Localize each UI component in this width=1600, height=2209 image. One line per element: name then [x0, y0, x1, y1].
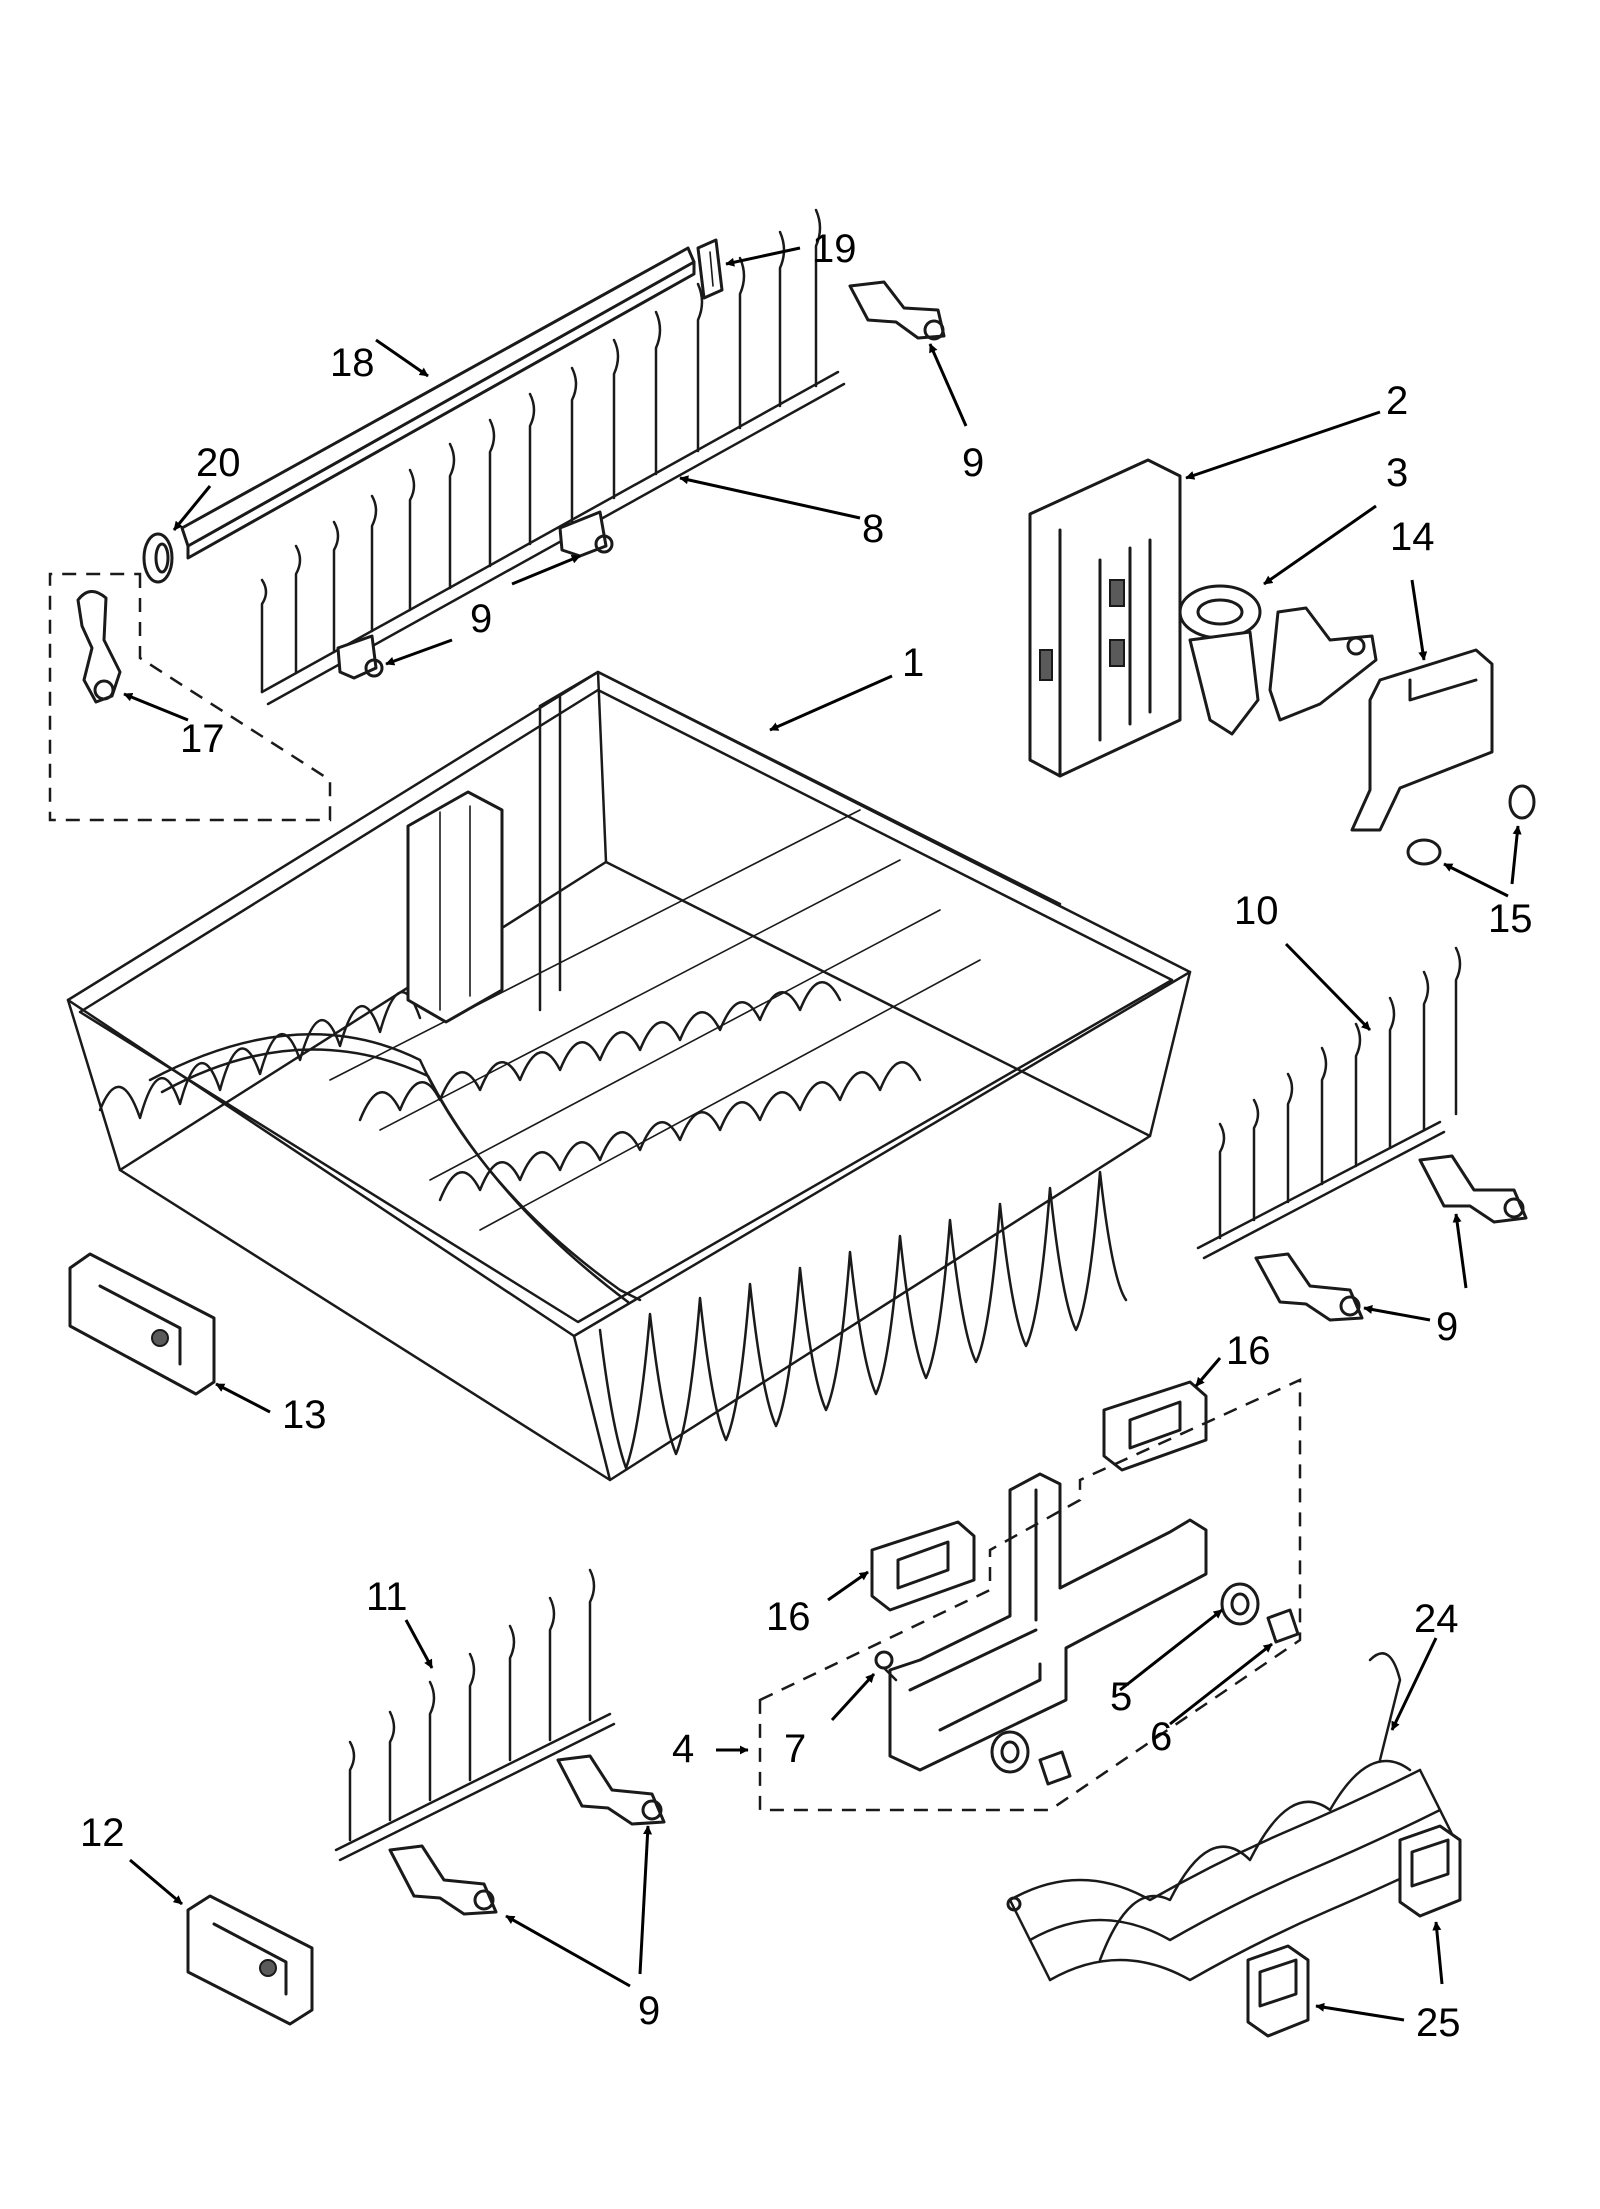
part-pin-lower [1038, 1750, 1072, 1786]
callout-25: 25 [1416, 2001, 1461, 2045]
callout-9-top: 9 [962, 441, 984, 485]
callout-9-mid: 9 [470, 597, 492, 641]
leader-7 [830, 1672, 876, 1722]
part-round-cap [142, 532, 174, 584]
part-clip-g [388, 1844, 498, 1916]
part-clip-d [1418, 1154, 1528, 1224]
part-tine-row-right [1196, 946, 1462, 1260]
leader-9-mid-b [385, 638, 453, 666]
leaders [123, 246, 1522, 2022]
leader-25-b [1315, 2002, 1405, 2022]
part-clip-a [336, 634, 384, 680]
leader-24 [1390, 1637, 1438, 1731]
part-clip-c [848, 280, 946, 341]
leader-9-right-b [1363, 1305, 1431, 1322]
callout-6: 6 [1150, 1715, 1172, 1759]
callout-24: 24 [1414, 1597, 1459, 1641]
part-shelf-clip-25b [1246, 1944, 1310, 2038]
leader-19 [725, 246, 801, 267]
callout-14: 14 [1390, 515, 1435, 559]
leader-9-right-a [1452, 1213, 1468, 1289]
dashed-box-17 [48, 572, 332, 822]
callout-9-right: 9 [1436, 1305, 1458, 1349]
callout-11: 11 [366, 1575, 408, 1619]
dashed-box-4 [758, 1378, 1302, 1812]
leader-9-top [928, 343, 968, 427]
part-grommet-upper [1220, 1582, 1260, 1626]
part-bracket [888, 1472, 1208, 1772]
leader-9-mid-a [511, 554, 581, 586]
leader-18 [375, 338, 429, 378]
callout-10: 10 [1234, 889, 1279, 933]
part-spray-cup [1178, 584, 1378, 736]
callout-13: 13 [282, 1393, 327, 1437]
leader-2 [1185, 410, 1381, 480]
leader-5 [1119, 1608, 1223, 1692]
leader-3 [1263, 504, 1377, 586]
part-shelf-clip-25a [1398, 1824, 1462, 1918]
leader-16-a [1194, 1357, 1222, 1387]
callout-2: 2 [1386, 379, 1408, 423]
part-guide-16a [1102, 1380, 1208, 1472]
leader-25-a [1432, 1921, 1444, 1985]
callout-16-b: 16 [766, 1595, 811, 1639]
part-tine-row-lower [334, 1568, 616, 1862]
part-latch-17 [76, 590, 122, 704]
part-rack-basket [66, 670, 1192, 1482]
callout-15: 15 [1488, 897, 1533, 941]
callout-12: 12 [80, 1811, 125, 1855]
leader-1 [769, 674, 893, 732]
leader-10 [1284, 942, 1372, 1032]
callout-5: 5 [1110, 1675, 1132, 1719]
callout-1: 1 [902, 641, 924, 685]
callout-4: 4 [672, 1727, 694, 1771]
part-screw-7 [874, 1650, 898, 1682]
callout-9-bottom: 9 [638, 1989, 660, 2033]
leader-13 [215, 1382, 271, 1414]
leader-17 [123, 692, 189, 722]
leader-6 [1169, 1642, 1273, 1726]
part-end-clip-top [696, 238, 724, 300]
callout-8: 8 [862, 507, 884, 551]
leader-8 [679, 475, 861, 520]
callout-17: 17 [180, 717, 225, 761]
leader-9-bottom-b [505, 1914, 631, 1988]
part-panel-14 [1350, 648, 1494, 832]
part-cap-15a [1508, 784, 1536, 820]
part-pin-upper [1266, 1608, 1300, 1644]
part-clip-e [1254, 1252, 1364, 1322]
callout-3: 3 [1386, 451, 1408, 495]
part-rail-bar [180, 246, 696, 560]
leader-16-b [827, 1570, 869, 1602]
part-guide-16b [870, 1520, 976, 1612]
callout-20: 20 [196, 441, 241, 485]
callout-16-a: 16 [1226, 1329, 1271, 1373]
part-side-clip-13 [68, 1252, 216, 1396]
callout-7: 7 [784, 1727, 806, 1771]
leader-15-a [1510, 825, 1522, 885]
part-cap-15b [1406, 838, 1442, 866]
callout-19: 19 [812, 227, 857, 271]
leader-14 [1410, 579, 1428, 661]
leader-12 [129, 1858, 183, 1906]
part-grommet-lower [990, 1730, 1030, 1774]
leader-20 [172, 485, 212, 531]
part-tower-housing [1028, 458, 1182, 778]
leader-11 [404, 1619, 434, 1669]
callout-labels: 19 18 20 8 9 9 17 1 2 3 14 15 10 9 13 16… [80, 227, 1533, 2045]
callout-18: 18 [330, 341, 375, 385]
leader-15-b [1443, 862, 1509, 898]
part-clip-f [556, 1754, 666, 1826]
leader-9-bottom-a [638, 1825, 653, 1975]
part-cup-shelf [1006, 1652, 1462, 1982]
part-side-clip-12 [186, 1894, 314, 2026]
part-clip-b [558, 510, 614, 558]
